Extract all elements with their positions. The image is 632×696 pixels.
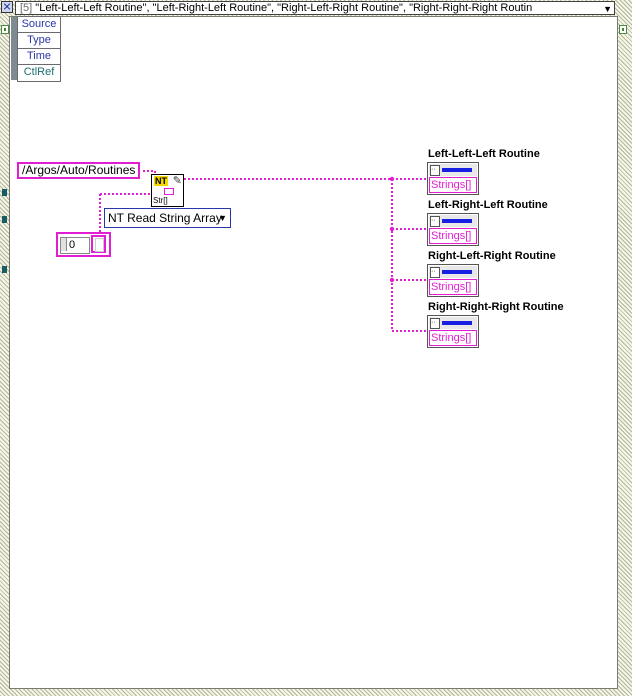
string-type-bar (442, 321, 472, 325)
event-data-time[interactable]: Time (18, 49, 60, 65)
left-tunnel-marker (2, 216, 7, 223)
indicator-left-right-left[interactable]: ·· Strings[] (427, 213, 479, 246)
array-element-box[interactable] (91, 235, 106, 253)
nt-vi-type-label: Str[] (153, 196, 168, 205)
case-selector-index: [5] (20, 2, 33, 14)
routines-path-constant[interactable]: /Argos/Auto/Routines (17, 162, 141, 179)
index-spinner-icon[interactable] (61, 238, 67, 251)
string-type-bar (442, 168, 472, 172)
indicator-header: ·· (429, 215, 477, 227)
event-data-type[interactable]: Type (18, 33, 60, 49)
string-wire (143, 170, 156, 176)
event-data-node-handle (11, 17, 17, 80)
event-data-node[interactable]: Source Type Time CtlRef (11, 16, 61, 82)
indicator-left-left-left[interactable]: ·· Strings[] (427, 162, 479, 195)
ellipsis-icon: ·· (430, 165, 440, 176)
indicator-type: Strings[] (429, 279, 477, 295)
string-type-bar (442, 270, 472, 274)
indicator-type: Strings[] (429, 228, 477, 244)
indicator-label: Left-Right-Left Routine (428, 199, 548, 211)
case-selector-label: "Left-Left-Left Routine", "Left-Right-Le… (35, 2, 533, 14)
polymorphic-selector-label: NT Read String Array (108, 211, 222, 225)
indicator-right-left-right[interactable]: ·· Strings[] (427, 264, 479, 297)
chevron-down-icon[interactable]: ▼ (603, 4, 612, 14)
indicator-label: Right-Left-Right Routine (428, 250, 556, 262)
right-tunnel-icon (619, 25, 627, 34)
event-case-diagram (9, 16, 618, 689)
indicator-header: ·· (429, 266, 477, 278)
polymorphic-selector[interactable]: NT Read String Array ▼ (104, 208, 231, 228)
event-data-ctlref[interactable]: CtlRef (23, 66, 55, 78)
structure-close-icon[interactable] (1, 1, 13, 13)
ellipsis-icon: ·· (430, 318, 440, 329)
default-array-constant[interactable]: 0 (56, 232, 111, 257)
indicator-right-right-right[interactable]: ·· Strings[] (427, 315, 479, 348)
indicator-header: ·· (429, 317, 477, 329)
string-type-bar (442, 219, 472, 223)
case-selector[interactable]: [5] "Left-Left-Left Routine", "Left-Righ… (15, 1, 615, 15)
nt-read-vi-icon[interactable]: NT ✎ Str[] (151, 174, 184, 207)
indicator-header: ·· (429, 164, 477, 176)
array-index-display[interactable]: 0 (60, 237, 90, 254)
indicator-type: Strings[] (429, 330, 477, 346)
left-tunnel-marker (2, 189, 7, 196)
chevron-down-icon[interactable]: ▼ (218, 213, 227, 223)
string-array-icon (164, 188, 174, 195)
indicator-type: Strings[] (429, 177, 477, 193)
ellipsis-icon: ·· (430, 216, 440, 227)
array-index-value: 0 (69, 239, 76, 251)
indicator-label: Left-Left-Left Routine (428, 148, 540, 160)
left-tunnel-marker (2, 266, 7, 273)
nt-badge: NT (154, 176, 168, 186)
indicator-label: Right-Right-Right Routine (428, 301, 564, 313)
wrench-icon: ✎ (172, 175, 182, 187)
event-data-source[interactable]: Source (18, 17, 60, 33)
left-tunnel-icon (1, 25, 9, 34)
ellipsis-icon: ·· (430, 267, 440, 278)
